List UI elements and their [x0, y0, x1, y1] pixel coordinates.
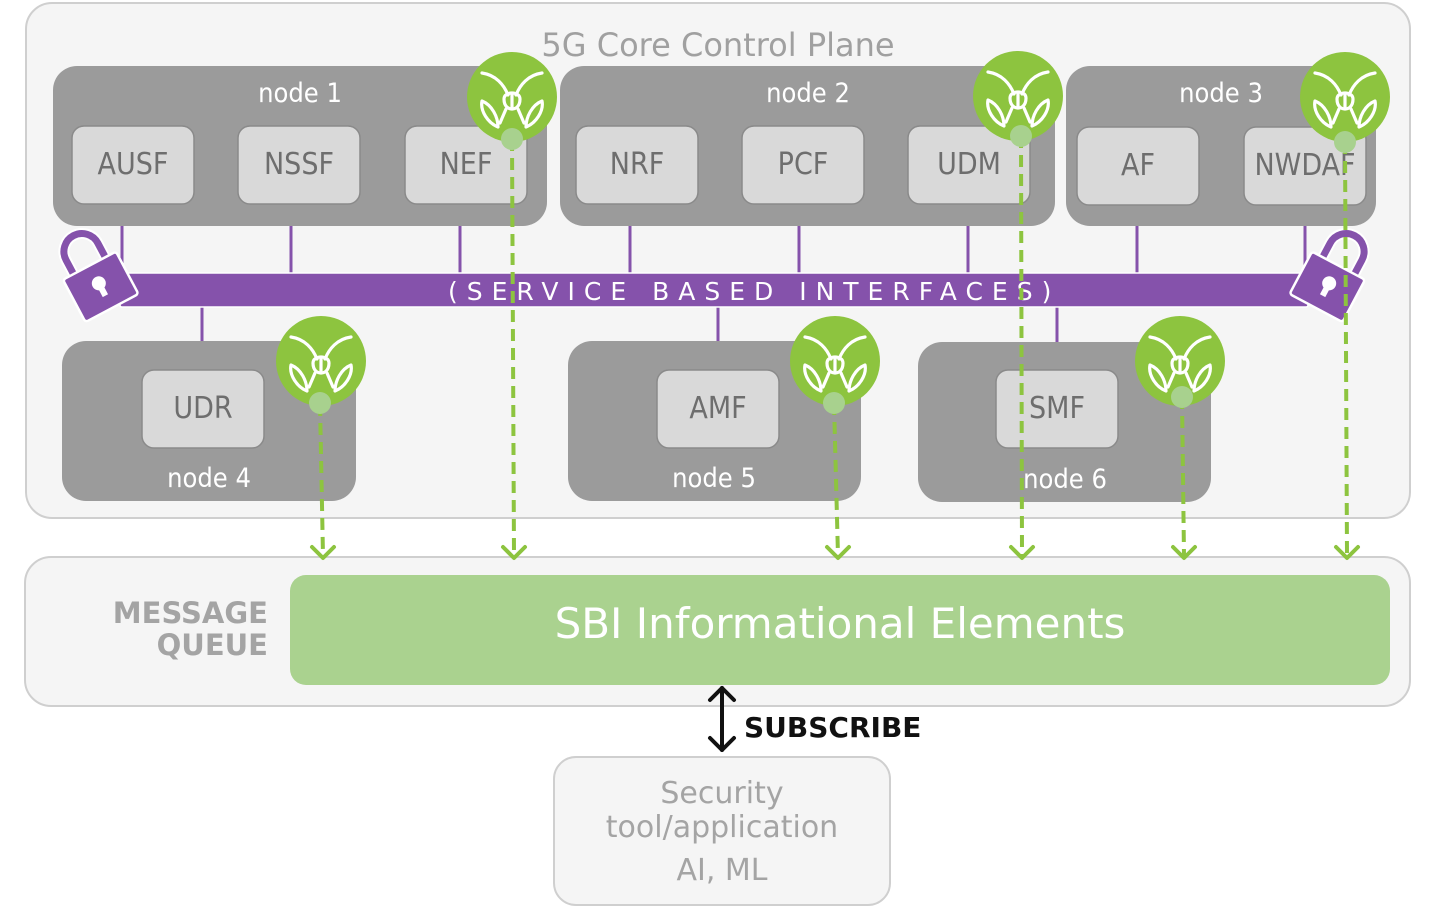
node-label: node 1	[258, 78, 342, 109]
message-queue-label-line2: QUEUE	[157, 628, 268, 662]
flow-node1	[510, 138, 516, 557]
probe-node5[interactable]	[788, 314, 882, 414]
flow-node4	[318, 403, 325, 557]
nf-udm[interactable]: UDM	[907, 125, 1031, 205]
node-1[interactable]: node 1 AUSF NSSF NEF	[53, 66, 547, 226]
nf-label: NSSF	[264, 147, 334, 182]
nf-label: PCF	[778, 147, 829, 182]
nf-label: SMF	[1029, 391, 1085, 426]
nf-label: AF	[1121, 148, 1155, 183]
flow-node3	[1343, 141, 1349, 557]
nf-label: AUSF	[98, 147, 169, 182]
node-label: node 2	[766, 78, 850, 109]
flow-node6	[1180, 396, 1186, 557]
sbi-informational-elements[interactable]: SBI Informational Elements	[290, 575, 1390, 685]
probe-node2[interactable]	[971, 49, 1065, 147]
service-based-interfaces-bus: (SERVICE BASED INTERFACES)	[119, 272, 1309, 308]
nf-nrf[interactable]: NRF	[575, 125, 699, 205]
subscribe-arrow-icon	[708, 686, 736, 752]
node-label: node 6	[1023, 464, 1107, 495]
nf-ausf[interactable]: AUSF	[71, 125, 195, 205]
probe-node3[interactable]	[1298, 50, 1392, 153]
nf-af[interactable]: AF	[1076, 126, 1200, 206]
probe-flows	[310, 135, 1360, 560]
node-label: node 5	[672, 463, 756, 494]
node-2[interactable]: node 2 NRF PCF UDM	[560, 66, 1055, 226]
nf-label: NRF	[610, 147, 664, 182]
nf-smf[interactable]: SMF	[995, 369, 1119, 449]
control-plane-title: 5G Core Control Plane	[541, 26, 894, 64]
consumer-line3: AI, ML	[676, 853, 767, 888]
subscribe-label: SUBSCRIBE	[744, 711, 921, 744]
sbi-informational-elements-label: SBI Informational Elements	[555, 599, 1126, 648]
flow-node2	[1019, 135, 1024, 557]
node-6[interactable]: SMF node 6	[918, 342, 1211, 502]
node-3[interactable]: node 3 AF NWDAF	[1066, 66, 1376, 226]
node-label: node 3	[1179, 78, 1263, 109]
consumer-line1: Security	[660, 776, 783, 811]
nf-label: AMF	[689, 391, 746, 426]
nf-udr[interactable]: UDR	[141, 369, 265, 449]
probe-node6[interactable]	[1133, 314, 1227, 408]
nf-label: UDR	[173, 391, 232, 426]
mantis-probe-icon	[1298, 50, 1392, 144]
nf-pcf[interactable]: PCF	[741, 125, 865, 205]
nf-label: UDM	[937, 147, 1001, 182]
message-queue-label-line1: MESSAGE	[113, 596, 268, 630]
padlock-icon	[58, 228, 139, 323]
flow-node5	[832, 402, 840, 557]
nf-label: NEF	[440, 147, 493, 182]
nf-nef[interactable]: NEF	[404, 125, 528, 205]
probe-node1[interactable]	[465, 50, 559, 150]
node-label: node 4	[167, 463, 251, 494]
nf-amf[interactable]: AMF	[656, 369, 780, 449]
probe-node4[interactable]	[274, 314, 368, 414]
consumer-line2: tool/application	[606, 810, 838, 845]
nf-label: NWDAF	[1254, 148, 1355, 183]
security-tool-box[interactable]: Security tool/application AI, ML	[553, 756, 891, 906]
sbi-bus-label: (SERVICE BASED INTERFACES)	[448, 277, 1060, 306]
node-5[interactable]: AMF node 5	[568, 341, 861, 501]
nf-nssf[interactable]: NSSF	[237, 125, 361, 205]
